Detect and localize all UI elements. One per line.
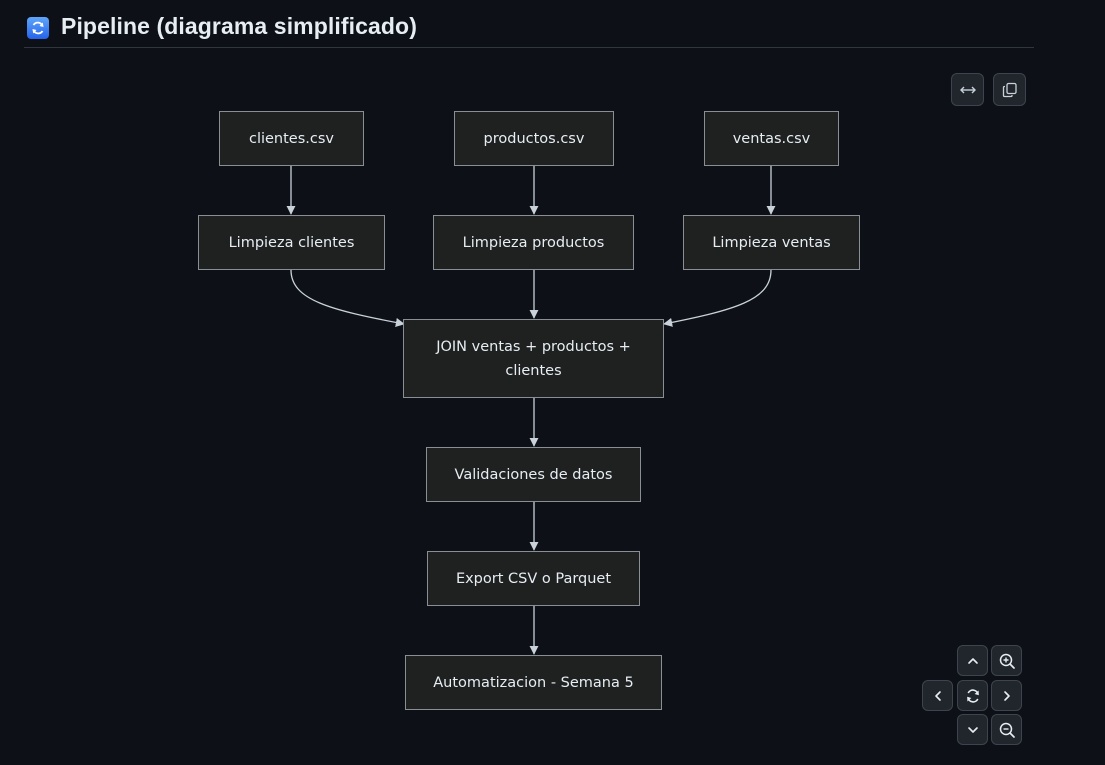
node-automatizacion[interactable]: Automatizacion - Semana 5: [405, 655, 662, 710]
refresh-emoji-icon: [27, 16, 49, 39]
node-label: Limpieza productos: [462, 234, 605, 251]
node-label: Automatizacion - Semana 5: [433, 674, 634, 691]
node-label: ventas.csv: [732, 130, 811, 147]
pan-left-icon: [934, 690, 941, 701]
zoom-out-icon: [999, 722, 1015, 738]
node-label: Validaciones de datos: [454, 466, 613, 483]
edge-limpieza-ventas-to-join: [663, 269, 772, 327]
node-limpieza-productos[interactable]: Limpieza productos: [433, 215, 634, 270]
node-join[interactable]: JOIN ventas + productos + clientes: [403, 319, 664, 398]
page-title: Pipeline (diagrama simplificado): [61, 13, 417, 39]
pan-right-button[interactable]: [991, 680, 1022, 711]
node-label: Export CSV o Parquet: [455, 570, 612, 587]
expand-button[interactable]: [951, 73, 984, 106]
node-label: Limpieza clientes: [228, 234, 355, 251]
reset-view-icon: [966, 688, 979, 703]
page-header: Pipeline (diagrama simplificado): [24, 12, 1034, 48]
pan-up-icon: [967, 657, 978, 664]
pan-up-button[interactable]: [957, 645, 988, 676]
node-export[interactable]: Export CSV o Parquet: [427, 551, 640, 606]
edge-limpieza-clientes-to-join: [290, 269, 405, 327]
node-clientes-csv[interactable]: clientes.csv: [219, 111, 364, 166]
node-limpieza-ventas[interactable]: Limpieza ventas: [683, 215, 860, 270]
node-label: Limpieza ventas: [712, 234, 831, 251]
node-label: JOIN ventas + productos + clientes: [436, 338, 631, 379]
zoom-out-button[interactable]: [991, 714, 1022, 745]
reset-view-button[interactable]: [957, 680, 988, 711]
pan-left-button[interactable]: [922, 680, 953, 711]
node-label: productos.csv: [483, 130, 585, 147]
pan-right-icon: [1003, 690, 1010, 701]
copy-button[interactable]: [993, 73, 1026, 106]
pan-down-icon: [967, 726, 978, 733]
node-label: clientes.csv: [248, 130, 335, 147]
pan-down-button[interactable]: [957, 714, 988, 745]
expand-horizontal-icon: [959, 86, 976, 93]
node-validaciones[interactable]: Validaciones de datos: [426, 447, 641, 502]
node-productos-csv[interactable]: productos.csv: [454, 111, 614, 166]
copy-icon: [1002, 82, 1017, 97]
zoom-in-button[interactable]: [991, 645, 1022, 676]
node-ventas-csv[interactable]: ventas.csv: [704, 111, 839, 166]
zoom-in-icon: [999, 653, 1015, 669]
node-limpieza-clientes[interactable]: Limpieza clientes: [198, 215, 385, 270]
